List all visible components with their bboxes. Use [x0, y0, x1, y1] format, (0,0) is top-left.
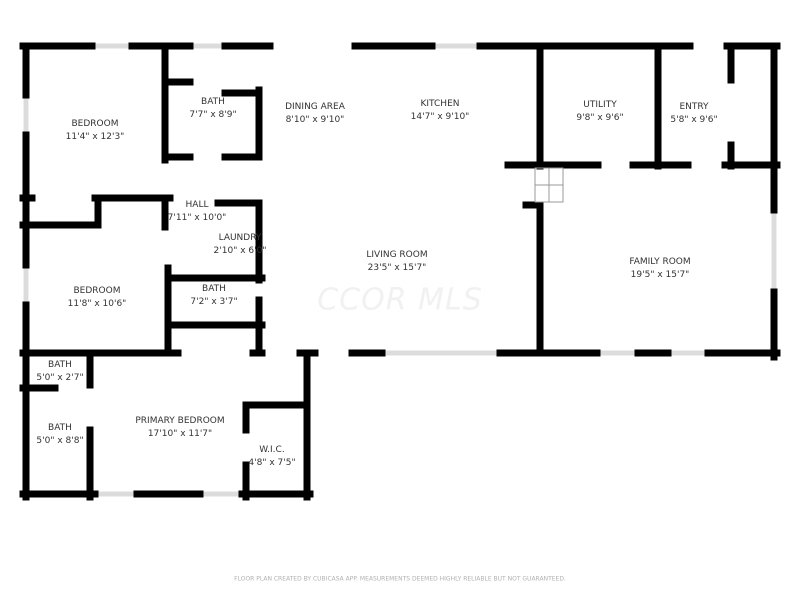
room-label: W.I.C. 4'8" x 7'5" — [248, 444, 295, 470]
room-name: BATH — [202, 284, 226, 294]
footer-disclaimer: FLOOR PLAN CREATED BY CUBICASA APP. MEAS… — [234, 575, 566, 583]
room-name: BEDROOM — [71, 119, 119, 129]
room-label: BATH 5'0" x 2'7" — [36, 359, 83, 385]
room-label: PRIMARY BEDROOM 17'10" x 11'7" — [135, 415, 224, 441]
room-label: BEDROOM 11'8" x 10'6" — [68, 285, 127, 311]
room-label: ENTRY 5'8" x 9'6" — [670, 101, 717, 127]
room-dimensions: 5'8" x 9'6" — [670, 115, 718, 125]
room-name: LAUNDRY — [218, 233, 262, 243]
room-dimensions: 7'2" x 3'7" — [190, 297, 238, 307]
room-dimensions: 23'5" x 15'7" — [367, 263, 427, 273]
room-dimensions: 19'5" x 15'7" — [630, 270, 690, 280]
room-name: BEDROOM — [73, 286, 121, 296]
room-label: BATH 7'7" x 8'9" — [189, 96, 236, 122]
room-dimensions: 17'10" x 11'7" — [147, 429, 213, 439]
room-name: BATH — [48, 423, 72, 433]
room-dimensions: 8'10" x 9'10" — [285, 115, 345, 125]
room-label: FAMILY ROOM 19'5" x 15'7" — [629, 256, 690, 282]
room-label: BEDROOM 11'4" x 12'3" — [66, 118, 125, 144]
room-label: HALL 7'11" x 10'0" — [168, 199, 227, 225]
room-name: ENTRY — [679, 102, 709, 112]
room-label: LIVING ROOM 23'5" x 15'7" — [366, 249, 427, 275]
windows — [23, 43, 777, 497]
room-name: UTILITY — [583, 100, 617, 110]
room-name: HALL — [185, 200, 209, 210]
room-name: W.I.C. — [259, 445, 285, 455]
room-dimensions: 14'7" x 9'10" — [410, 112, 470, 122]
staircase — [534, 167, 564, 203]
room-dimensions: 7'7" x 8'9" — [189, 110, 237, 120]
room-dimensions: 2'10" x 6'0" — [213, 246, 267, 256]
room-dimensions: 5'0" x 2'7" — [36, 373, 84, 383]
room-label: UTILITY 9'8" x 9'6" — [576, 99, 623, 125]
room-name: PRIMARY BEDROOM — [135, 416, 225, 426]
room-label: KITCHEN 14'7" x 9'10" — [411, 98, 470, 124]
room-name: BATH — [201, 97, 225, 107]
room-label: BATH 7'2" x 3'7" — [190, 283, 237, 309]
room-dimensions: 9'8" x 9'6" — [576, 113, 624, 123]
room-name: DINING AREA — [285, 102, 345, 112]
watermark: CCOR MLS — [317, 282, 483, 318]
room-name: FAMILY ROOM — [629, 257, 691, 267]
room-dimensions: 7'11" x 10'0" — [167, 213, 227, 223]
room-dimensions: 4'8" x 7'5" — [248, 458, 296, 468]
room-name: LIVING ROOM — [366, 250, 428, 260]
room-label: LAUNDRY 2'10" x 6'0" — [214, 232, 267, 258]
room-label: DINING AREA 8'10" x 9'10" — [285, 101, 345, 127]
room-label: BATH 5'0" x 8'8" — [36, 422, 83, 448]
room-dimensions: 11'8" x 10'6" — [67, 299, 127, 309]
room-name: BATH — [48, 360, 72, 370]
room-dimensions: 5'0" x 8'8" — [36, 436, 84, 446]
walls — [19, 42, 781, 501]
room-dimensions: 11'4" x 12'3" — [65, 132, 125, 142]
room-name: KITCHEN — [420, 99, 460, 109]
